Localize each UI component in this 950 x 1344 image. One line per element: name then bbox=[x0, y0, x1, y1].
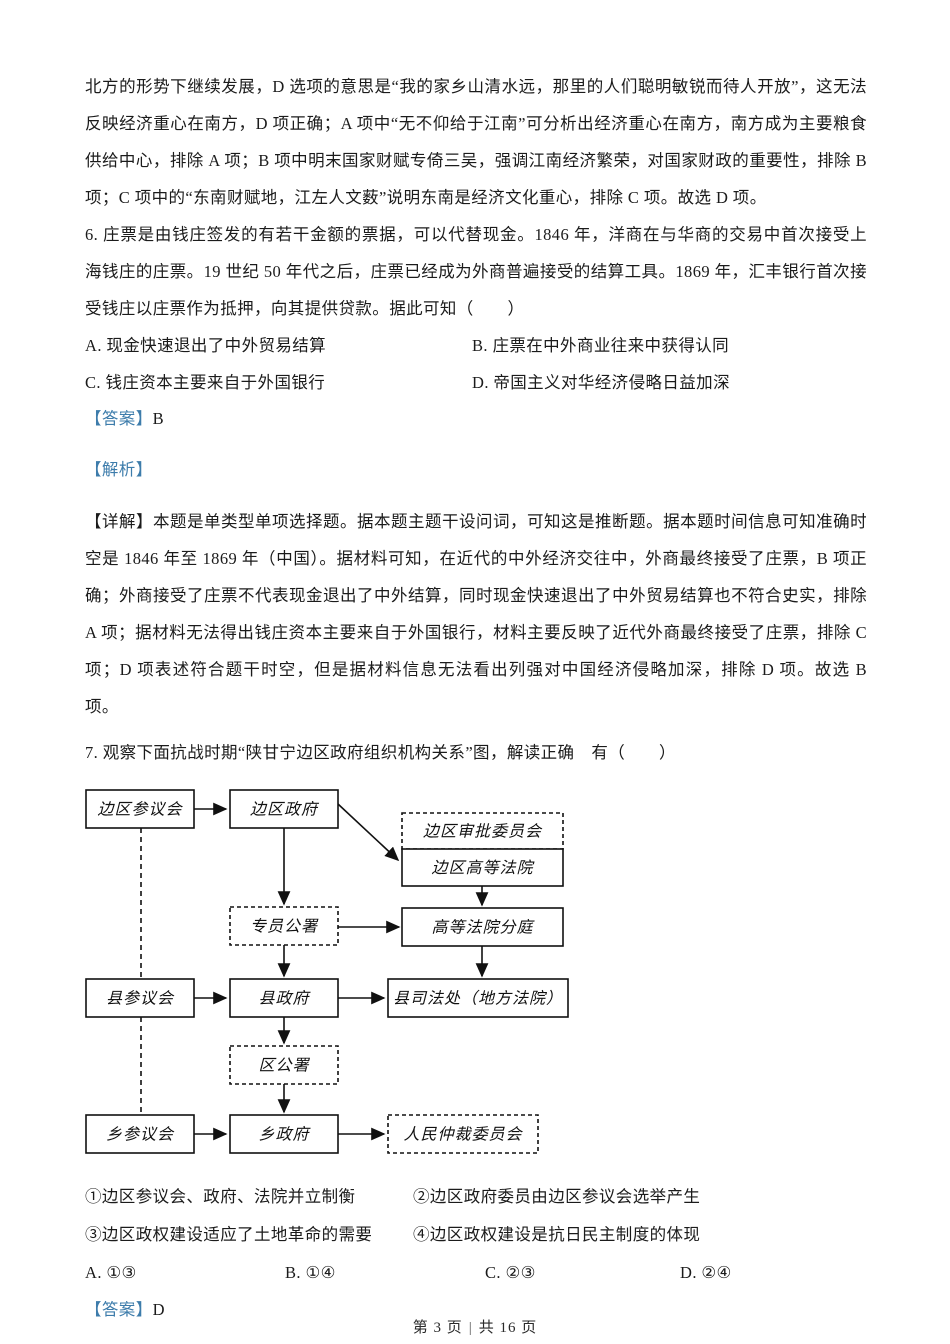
q7-statement-4: ④边区政权建设是抗日民主制度的体现 bbox=[413, 1225, 701, 1244]
q6-answer-line: 【答案】B bbox=[85, 402, 867, 436]
q7-choice-b: B. ①④ bbox=[285, 1263, 336, 1282]
footer-total-pages: 共 16 页 bbox=[478, 1320, 538, 1336]
diagram-box-border-high-court: 边区高等法院 bbox=[401, 848, 564, 887]
q6-analysis-line: 【解析】 bbox=[85, 453, 867, 487]
q6-answer-value: B bbox=[152, 409, 165, 428]
q6-option-a: A. 现金快速退出了中外贸易结算 bbox=[85, 336, 327, 355]
diagram-box-label: 边区高等法院 bbox=[431, 859, 535, 877]
diagram-box-label: 县司法处（地方法院） bbox=[393, 990, 563, 1008]
page-footer: 第 3 页 | 共 16 页 bbox=[0, 1316, 950, 1337]
q6-option-c: C. 钱庄资本主要来自于外国银行 bbox=[85, 373, 326, 392]
org-chart-diagram: 边区参议会 边区政府边区审批委员会边区高等法院专员公署 高等法院分庭县参议会 县政府 县… bbox=[85, 779, 867, 1172]
analysis-label: 【解析】 bbox=[85, 459, 153, 479]
q7-choice-a: A. ①③ bbox=[85, 1263, 137, 1282]
diagram-box-label: 乡参议会 bbox=[106, 1126, 175, 1144]
q7-answer-line: 【答案】D bbox=[85, 1293, 867, 1327]
diagram-box-district-office: 区公署 bbox=[229, 1045, 339, 1085]
detail-label: 【详解】 bbox=[85, 512, 154, 531]
diagram-box-label: 专员公署 bbox=[250, 918, 319, 936]
answer-label: 【答案】 bbox=[85, 409, 153, 428]
q7-statements-row-2: ③边区政权建设适应了土地革命的需要 ④边区政权建设是抗日民主制度的体现 bbox=[85, 1216, 867, 1254]
diagram-box-county-government: 县政府 bbox=[229, 978, 339, 1018]
diagram-box-label: 区公署 bbox=[258, 1057, 310, 1075]
diagram-box-high-court-branch: 高等法院分庭 bbox=[401, 907, 564, 947]
diagram-box-township-council: 乡参议会 bbox=[85, 1114, 195, 1154]
diagram-box-label: 人民仲裁委员会 bbox=[403, 1126, 523, 1144]
explanation-paragraph-q5: 北方的形势下继续发展，D 选项的意思是“我的家乡山清水远，那里的人们聪明敏锐而待… bbox=[85, 77, 867, 207]
q6-detail-paragraph: 【详解】本题是单类型单项选择题。据本题主题干设问词，可知这是推断题。据本题时间信… bbox=[85, 503, 867, 725]
diagram-box-label: 乡政府 bbox=[258, 1126, 311, 1144]
diagram-box-county-council: 县参议会 bbox=[85, 978, 195, 1018]
diagram-arrow bbox=[337, 803, 400, 862]
question-6-options-row-2: C. 钱庄资本主要来自于外国银行 D. 帝国主义对华经济侵略日益加深 bbox=[85, 364, 867, 401]
diagram-box-commissioner-office: 专员公署 bbox=[229, 906, 339, 946]
diagram-box-border-government: 边区政府 bbox=[229, 789, 339, 829]
q7-statement-1: ①边区参议会、政府、法院并立制衡 bbox=[85, 1187, 356, 1206]
q7-choices-row: A. ①③ B. ①④ C. ②③ D. ②④ bbox=[85, 1254, 867, 1292]
q7-statements-row-1: ①边区参议会、政府、法院并立制衡 ②边区政府委员由边区参议会选举产生 bbox=[85, 1178, 867, 1216]
diagram-box-label: 边区审批委员会 bbox=[423, 823, 543, 841]
q7-statement-3: ③边区政权建设适应了土地革命的需要 bbox=[85, 1225, 373, 1244]
q6-detail-text: 本题是单类型单项选择题。据本题主题干设问词，可知这是推断题。据本题时间信息可知准… bbox=[85, 512, 867, 716]
footer-page-number: 第 3 页 bbox=[412, 1320, 463, 1336]
diagram-box-border-council: 边区参议会 bbox=[85, 789, 195, 829]
question-6-stem: 6. 庄票是由钱庄签发的有若干金额的票据，可以代替现金。1846 年，洋商在与华… bbox=[85, 225, 867, 318]
q7-choice-c: C. ②③ bbox=[485, 1263, 536, 1282]
diagram-box-label: 边区参议会 bbox=[97, 801, 183, 819]
diagram-box-county-judicial-office: 县司法处（地方法院） bbox=[387, 978, 569, 1018]
diagram-box-label: 县参议会 bbox=[106, 990, 175, 1008]
q6-option-b: B. 庄票在中外商业往来中获得认同 bbox=[472, 336, 730, 355]
diagram-box-township-government: 乡政府 bbox=[229, 1114, 339, 1154]
diagram-box-people-arbitration-committee: 人民仲裁委员会 bbox=[387, 1114, 539, 1154]
answer-label-2: 【答案】 bbox=[85, 1300, 153, 1319]
question-6-options-row-1: A. 现金快速退出了中外贸易结算 B. 庄票在中外商业往来中获得认同 bbox=[85, 327, 867, 364]
document-body: 北方的形势下继续发展，D 选项的意思是“我的家乡山清水远，那里的人们聪明敏锐而待… bbox=[85, 68, 867, 1344]
diagram-box-label: 高等法院分庭 bbox=[431, 919, 535, 937]
q7-statement-2: ②边区政府委员由边区参议会选举产生 bbox=[413, 1187, 701, 1206]
q7-answer-value: D bbox=[152, 1300, 165, 1319]
q6-option-d: D. 帝国主义对华经济侵略日益加深 bbox=[472, 373, 730, 392]
diagram-box-label: 县政府 bbox=[258, 990, 311, 1008]
q7-choice-d: D. ②④ bbox=[680, 1263, 732, 1282]
footer-divider: | bbox=[468, 1320, 473, 1336]
diagram-box-border-review-committee: 边区审批委员会 bbox=[401, 812, 564, 850]
diagram-box-label: 边区政府 bbox=[250, 801, 320, 819]
question-7-stem: 7. 观察下面抗战时期“陕甘宁边区政府组织机构关系”图，解读正确 有（ ） bbox=[85, 743, 676, 762]
